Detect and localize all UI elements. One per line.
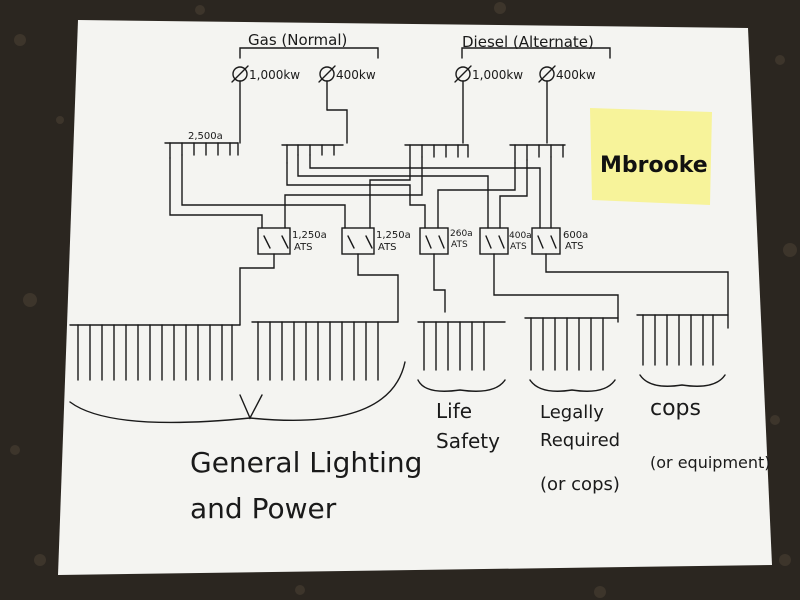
generator-symbol-diesel-1	[454, 65, 472, 144]
ats-rating-3: 260a	[450, 229, 473, 239]
ats-label-2: ATS	[378, 242, 397, 253]
load-label-general-line2: and Power	[190, 492, 337, 525]
generator-rating-diesel-1: 1,000kw	[472, 68, 523, 82]
generator-symbol-diesel-2	[538, 65, 556, 144]
ats-label-3: ATS	[451, 240, 468, 250]
ats-rating-5: 600a	[563, 230, 588, 241]
generator-rating-gas-2: 400kw	[336, 68, 376, 82]
load-label-legal-line3: (or cops)	[540, 474, 620, 495]
gas-bracket	[239, 47, 379, 59]
load-label-cops-line2: (or equipment)	[650, 453, 771, 472]
load-label-legal-line1: Legally	[540, 402, 604, 423]
ats-rating-4: 400a	[509, 231, 532, 241]
gas-source-label: Gas (Normal)	[248, 31, 347, 49]
ats-output-feeders	[239, 253, 729, 329]
generator-rating-diesel-2: 400kw	[556, 68, 596, 82]
switchboard-breakers	[169, 142, 564, 168]
ats-rating-1: 1,250a	[292, 230, 327, 241]
brace-general-tail	[239, 394, 263, 420]
generator-rating-gas-1: 1,000kw	[249, 68, 300, 82]
load-label-cops-line1: cops	[650, 396, 701, 421]
load-label-legal-line2: Required	[540, 430, 620, 451]
branch-circuits	[77, 314, 714, 381]
generator-symbol-gas-1	[231, 65, 249, 144]
tie-feeders	[169, 154, 552, 229]
generator-symbol-gas-2	[318, 65, 336, 111]
paper-sheet	[58, 20, 772, 575]
ats-rating-2: 1,250a	[376, 230, 411, 241]
ats-label-5: ATS	[565, 241, 584, 252]
diesel-source-label: Diesel (Alternate)	[462, 33, 594, 51]
load-label-life-line1: Life	[436, 399, 472, 423]
countertop-speckles	[10, 2, 797, 598]
sticky-note-text: Mbrooke	[600, 153, 708, 178]
brace-life-safety	[417, 379, 506, 392]
load-label-general-line1: General Lighting	[190, 446, 422, 479]
switchboard-rating: 2,500a	[188, 131, 223, 142]
ats-switch-contacts	[263, 235, 557, 249]
feeder-gas-2	[326, 109, 348, 144]
brace-cops	[639, 374, 726, 387]
diesel-bracket	[461, 47, 611, 59]
brace-legally-required	[529, 379, 616, 392]
sticky-note: Mbrooke	[590, 108, 712, 205]
ats-label-4: ATS	[510, 242, 527, 252]
load-label-life-line2: Safety	[436, 429, 500, 453]
ats-label-1: ATS	[294, 242, 313, 253]
